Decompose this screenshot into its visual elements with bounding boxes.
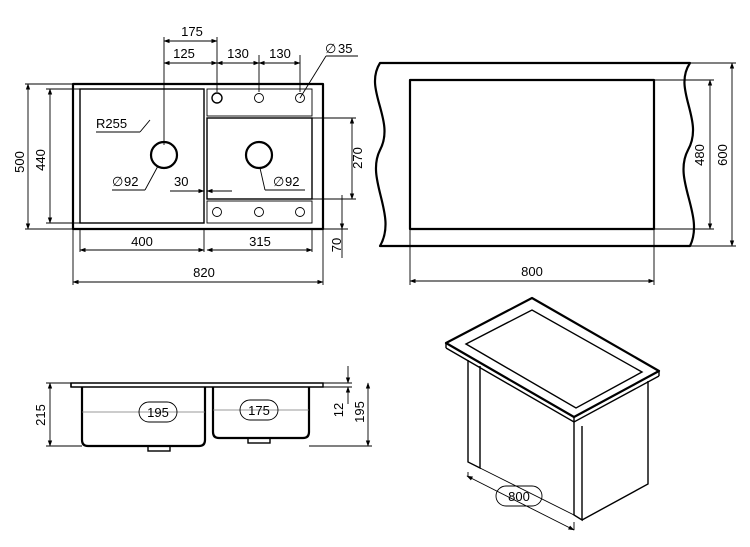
dim-30: 30 xyxy=(174,174,188,189)
dim-12: 12 xyxy=(331,403,346,417)
dim-500: 500 xyxy=(12,151,27,173)
dim-130-b: 130 xyxy=(269,46,291,61)
dim-92-left: 92 xyxy=(124,174,138,189)
drain-right xyxy=(244,140,274,170)
diameter-symbol: ∅ xyxy=(112,174,123,189)
side-view: 195 175 215 12 195 xyxy=(33,366,372,452)
leader-line xyxy=(299,55,327,99)
sink-outline xyxy=(71,82,325,231)
label-box xyxy=(138,401,178,423)
countertop xyxy=(373,61,696,248)
cutout xyxy=(408,78,656,231)
dim-800-cutout: 800 xyxy=(521,264,543,279)
front-deck xyxy=(206,200,313,224)
front-hole xyxy=(212,207,222,217)
dim-315: 315 xyxy=(249,234,271,249)
frame-bottom xyxy=(445,347,660,423)
dim-480: 480 xyxy=(692,144,707,166)
dim-line xyxy=(466,475,575,531)
dim-35: 35 xyxy=(338,41,352,56)
dim-600: 600 xyxy=(715,144,730,166)
front-hole xyxy=(295,207,305,217)
tap-hole xyxy=(211,92,223,104)
dim-175-bowl: 175 xyxy=(248,403,270,418)
diameter-symbol: ∅ xyxy=(325,41,336,56)
leader-line xyxy=(139,119,151,133)
dim-195-bowl: 195 xyxy=(147,405,169,420)
dim-125: 125 xyxy=(173,46,195,61)
drain-left xyxy=(149,140,179,170)
leader-line xyxy=(144,165,159,191)
right-panel-front xyxy=(573,422,583,522)
dim-195-depth: 195 xyxy=(352,401,367,423)
dim-92-right: 92 xyxy=(285,174,299,189)
label-box xyxy=(495,485,543,507)
dim-215: 215 xyxy=(33,404,48,426)
top-view: 175 125 130 130 ∅ 35 R255 ∅ 92 ∅ 92 30 xyxy=(12,24,365,285)
right-panel-side xyxy=(581,381,649,521)
rear-deck xyxy=(206,88,313,117)
left-panel xyxy=(467,360,481,470)
cabinet-view: 800 xyxy=(444,296,661,531)
left-bowl xyxy=(79,88,205,224)
right-drain xyxy=(247,437,271,444)
label-box xyxy=(239,399,279,421)
cutout-view: 480 600 800 xyxy=(373,61,736,285)
dim-400: 400 xyxy=(131,234,153,249)
leader-line xyxy=(259,167,266,191)
left-bowl-section xyxy=(80,387,207,448)
dim-175: 175 xyxy=(181,24,203,39)
dim-270: 270 xyxy=(350,147,365,169)
front-hole xyxy=(254,207,264,217)
sink-rim xyxy=(70,382,324,388)
dim-440: 440 xyxy=(33,149,48,171)
countertop-opening xyxy=(464,309,644,409)
countertop-frame xyxy=(444,296,661,419)
right-bowl xyxy=(206,117,313,200)
dim-130-a: 130 xyxy=(227,46,249,61)
left-drain xyxy=(147,445,171,452)
rear-hole xyxy=(295,93,305,103)
dim-r255: R255 xyxy=(96,116,127,131)
diameter-symbol: ∅ xyxy=(273,174,284,189)
rear-hole xyxy=(254,93,264,103)
dim-800-cabinet: 800 xyxy=(508,489,530,504)
dim-820: 820 xyxy=(193,265,215,280)
dim-70: 70 xyxy=(329,238,344,252)
